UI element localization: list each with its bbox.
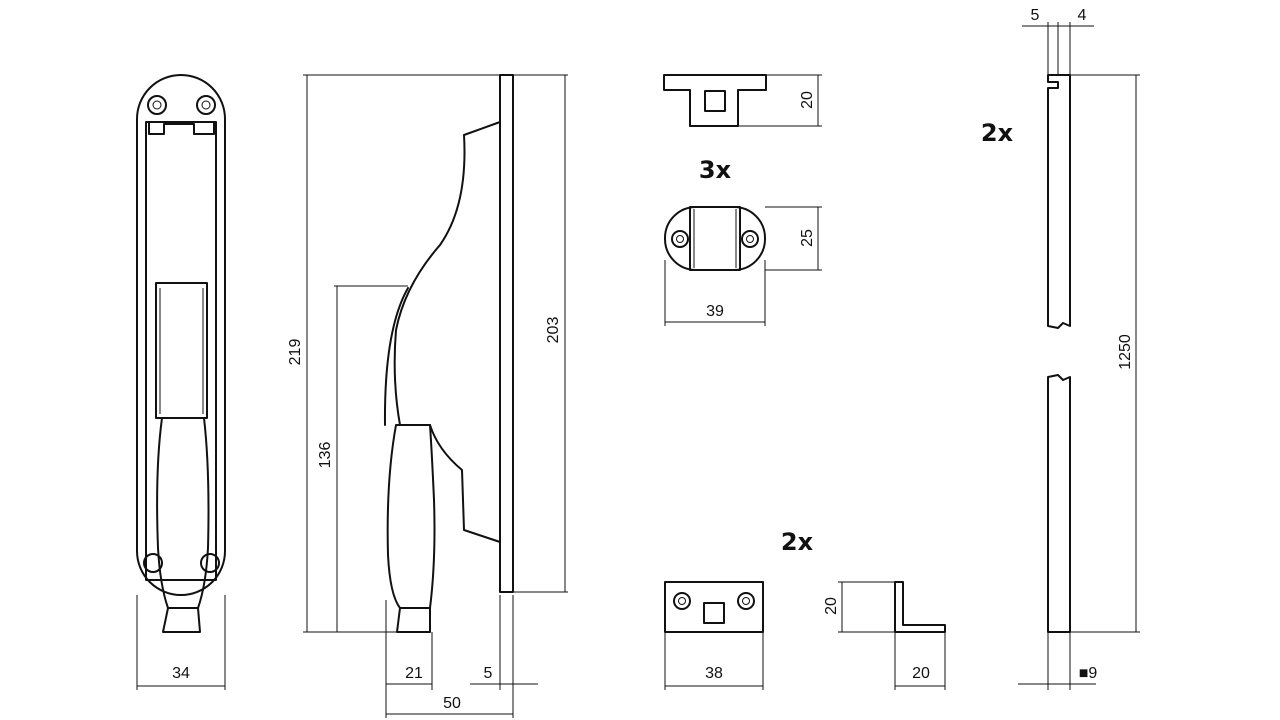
dim-rod-length: 1250: [1117, 334, 1134, 370]
angle-bracket-outline: [894, 581, 946, 633]
handle-side-view: 219 136 203 21 5 50: [287, 74, 568, 718]
qty-latch-parts: 2x: [781, 528, 814, 556]
latch-screw-hole-left: [673, 592, 691, 610]
dim-rod-offset-b: 4: [1078, 7, 1087, 24]
screw-hole-top-right: [196, 95, 216, 115]
dim-angle-width: 20: [912, 665, 930, 682]
dim-plate-thickness: 5: [484, 665, 493, 682]
lever-inner-curve: [383, 287, 409, 426]
dim-grip-depth: 21: [405, 665, 423, 682]
screw-hole-bottom-right: [200, 553, 220, 573]
back-plate-outline: [136, 74, 226, 596]
qty-rods: 2x: [981, 119, 1014, 147]
latch-plate-outline: [664, 581, 764, 633]
guide-block: 20: [663, 74, 822, 127]
rod: 5 4 1250 ■9: [1018, 7, 1140, 690]
dim-rod-offset-a: 5: [1031, 7, 1040, 24]
strike-plate-outline: [664, 206, 766, 271]
dim-rod-section: ■9: [1079, 665, 1098, 682]
mounting-plate-side: [499, 74, 514, 593]
guide-block-outline: [663, 74, 767, 127]
inner-recess: [145, 121, 217, 581]
rod-upper-segment: [1047, 74, 1071, 329]
dim-latch-width: 38: [705, 665, 723, 682]
strike-screw-hole-left: [671, 230, 689, 248]
screw-hole-bottom-left: [143, 553, 163, 573]
guide-square-hole: [704, 90, 726, 112]
latch-screw-hole-right: [737, 592, 755, 610]
lever-tip: [162, 607, 201, 633]
lever-body-profile: [393, 121, 501, 543]
dim-total-depth: 50: [443, 695, 461, 712]
strike-screw-hole-right: [741, 230, 759, 248]
dim-plate-height: 203: [545, 317, 562, 344]
strike-plate: 25 39: [664, 206, 822, 326]
latch-square-hole: [703, 602, 725, 624]
top-notch: [148, 121, 215, 135]
lever-side-tip: [396, 607, 431, 633]
dim-handle-height: 136: [317, 442, 334, 469]
dim-angle-height: 20: [823, 597, 840, 615]
latch-plate: 38: [664, 581, 764, 690]
rod-lower-segment: [1047, 374, 1071, 633]
lever-side-grip: [386, 424, 436, 609]
angle-bracket: 20 20: [823, 581, 946, 690]
handle-front-view: 34: [136, 74, 226, 690]
dim-strike-width: 39: [706, 303, 724, 320]
strike-plate-body: [689, 206, 741, 271]
dim-strike-height: 25: [799, 229, 816, 247]
screw-hole-top-left: [147, 95, 167, 115]
qty-strike-plates: 3x: [699, 156, 732, 184]
dim-handle-width: 34: [172, 665, 190, 682]
lever-pivot-frame: [155, 282, 208, 419]
dim-total-height: 219: [287, 339, 304, 366]
dim-guide-height: 20: [799, 91, 816, 109]
